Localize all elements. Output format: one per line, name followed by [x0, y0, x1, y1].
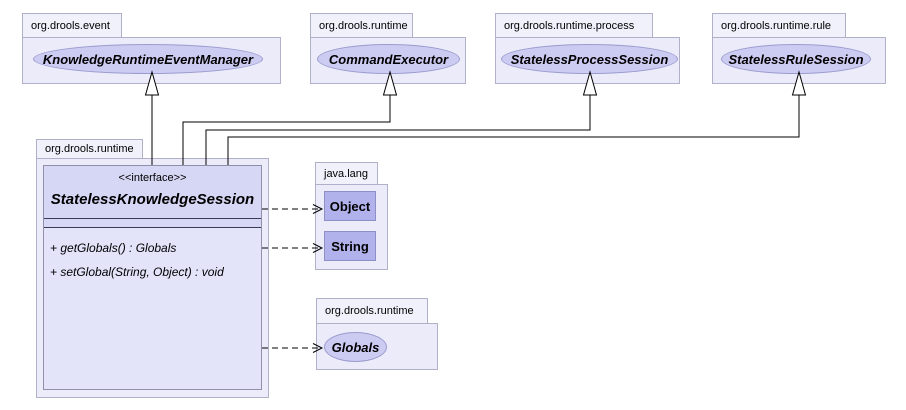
class-node-object[interactable]: Object — [324, 191, 376, 221]
package-tab-org-drools-runtime-main[interactable]: org.drools.runtime — [36, 139, 143, 159]
class-title-compartment: <<interface>> StatelessKnowledgeSession — [44, 166, 261, 219]
method-setglobal[interactable]: + setGlobal(String, Object) : void — [50, 265, 224, 279]
inheritance-edge-knowledgeruntimeeventmanager — [144, 70, 160, 165]
class-name[interactable]: StatelessKnowledgeSession — [50, 191, 255, 208]
dependency-edge-globals — [262, 343, 324, 353]
inheritance-edge-statelessrulesession — [227, 70, 807, 165]
inheritance-edge-statelessprocesssession — [205, 70, 598, 165]
class-node-statelessknowledgesession[interactable]: <<interface>> StatelessKnowledgeSession … — [43, 165, 262, 390]
package-tab-org-drools-runtime-rule[interactable]: org.drools.runtime.rule — [712, 13, 846, 38]
package-tab-org-drools-event[interactable]: org.drools.event — [22, 13, 122, 38]
interface-node-globals[interactable]: Globals — [324, 332, 387, 362]
class-methods-compartment: + getGlobals() : Globals + setGlobal(Str… — [44, 228, 261, 284]
interface-node-commandexecutor[interactable]: CommandExecutor — [317, 44, 460, 74]
class-stereotype: <<interface>> — [118, 172, 187, 184]
package-tab-org-drools-runtime-top[interactable]: org.drools.runtime — [310, 13, 413, 38]
class-attributes-compartment — [44, 219, 261, 228]
package-tab-org-drools-runtime-process[interactable]: org.drools.runtime.process — [495, 13, 653, 38]
dependency-edge-string — [262, 243, 324, 253]
dependency-edge-object — [262, 204, 324, 214]
inheritance-edge-commandexecutor — [182, 70, 398, 165]
interface-node-knowledgeruntimeeventmanager[interactable]: KnowledgeRuntimeEventManager — [33, 44, 263, 74]
package-tab-org-drools-runtime-globals[interactable]: org.drools.runtime — [316, 298, 428, 324]
interface-node-statelessprocesssession[interactable]: StatelessProcessSession — [501, 44, 678, 74]
class-node-string[interactable]: String — [324, 231, 376, 261]
package-tab-java-lang[interactable]: java.lang — [315, 162, 378, 185]
interface-node-statelessrulesession[interactable]: StatelessRuleSession — [721, 44, 871, 74]
method-getglobals[interactable]: + getGlobals() : Globals — [50, 241, 177, 255]
